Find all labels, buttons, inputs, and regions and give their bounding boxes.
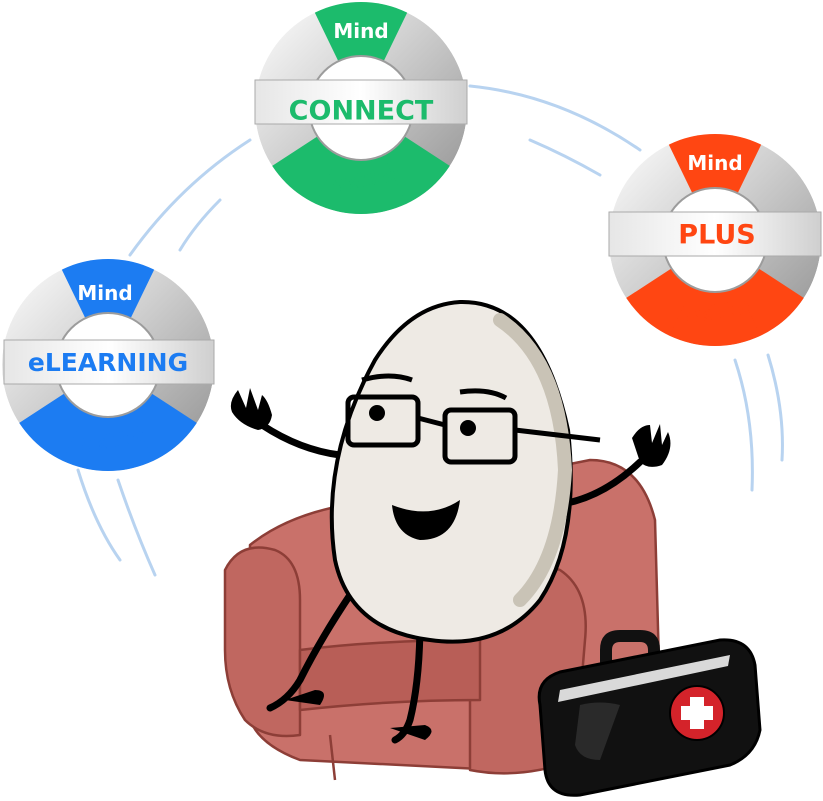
connect-segment	[299, 2, 423, 108]
elearning-segment	[46, 259, 170, 365]
glasses-icon	[345, 373, 601, 465]
plus-center-label: PLUS	[678, 220, 755, 251]
connect-top-label: Mind	[333, 19, 388, 43]
egg-character-icon	[230, 299, 671, 744]
plus-lifebuoy[interactable]: Mind PLUS Skiller	[574, 112, 823, 368]
plus-top-label: Mind	[687, 151, 742, 175]
orbit-lines	[76, 84, 784, 577]
elearning-top-label: Mind	[77, 281, 132, 305]
connect-center-label: CONNECT	[289, 96, 434, 127]
connect-lifebuoy[interactable]: Mind CONNECT Skiller	[220, 0, 502, 236]
first-aid-toolbox-icon	[537, 630, 762, 797]
elearning-center-label: eLEARNING	[28, 348, 188, 377]
plus-segment	[653, 134, 777, 240]
elearning-lifebuoy[interactable]: Mind eLEARNING Skiller	[0, 237, 249, 493]
